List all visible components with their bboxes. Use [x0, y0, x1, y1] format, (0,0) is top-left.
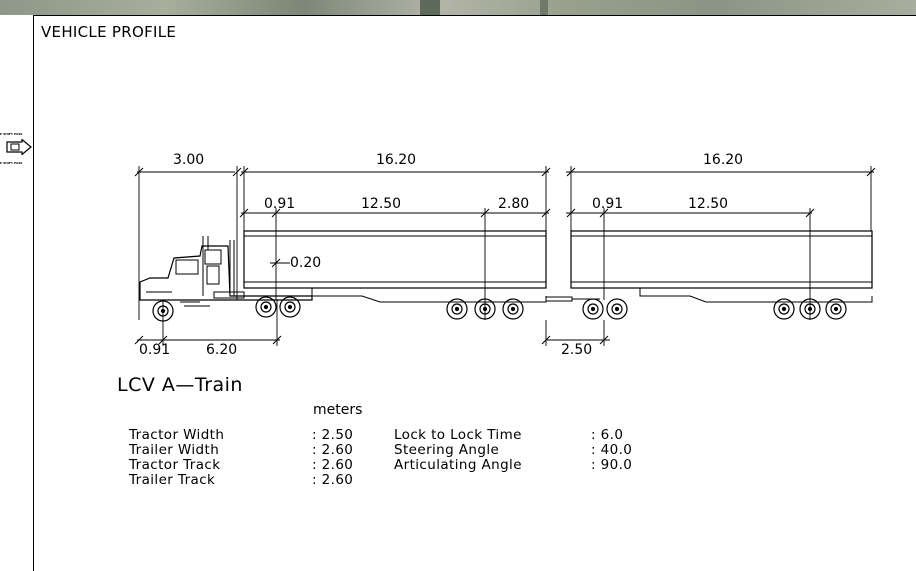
trailer-2-chassis [571, 287, 873, 303]
wheel-dolly-2 [606, 298, 628, 320]
sheet-border-top [33, 15, 916, 16]
dim-t1-wheelbase: 12.50 [361, 196, 402, 212]
dim-dolly: 2.50 [561, 342, 593, 358]
dim-tractor-wheelbase: 6.20 [206, 342, 238, 358]
units-label: meters [313, 402, 363, 418]
spec-value: : 6.0 [591, 427, 624, 443]
spec-label: Tractor Width [129, 427, 225, 443]
page-title: VEHICLE PROFILE [41, 23, 177, 41]
dim-fifth-wheel: 0.20 [290, 255, 322, 271]
sign-text: E SHIFT PASS [0, 132, 23, 136]
spec-value: : 2.50 [312, 427, 354, 443]
spec-value: : 2.60 [312, 457, 354, 473]
dimension-lines [137, 166, 874, 346]
sign-text: E SHIFT PASS [0, 161, 23, 165]
spec-label: Lock to Lock Time [394, 427, 522, 443]
dim-trailer-1-length: 16.20 [376, 152, 417, 168]
spec-value: : 2.60 [312, 442, 354, 458]
tractor-cab [139, 236, 313, 307]
wheel-tractor-drive-2 [279, 296, 301, 318]
dim-trailer-2-length: 16.20 [703, 152, 744, 168]
trailer-1-chassis [244, 287, 547, 303]
spec-label: Trailer Width [129, 442, 220, 458]
wheel-tractor-drive-1 [255, 296, 277, 318]
dim-front-overhang: 3.00 [173, 152, 205, 168]
wheel-t1-axle-3 [502, 298, 524, 320]
vehicle-name: LCV A—Train [117, 374, 243, 396]
trailer-1-box [243, 230, 547, 289]
lane-shift-sign: E SHIFT PASS E SHIFT PASS [0, 132, 32, 172]
aerial-image-strip [0, 0, 916, 15]
wheel-t2-axle-1 [773, 298, 795, 320]
spec-label: Trailer Track [129, 472, 216, 488]
spec-label: Articulating Angle [394, 457, 522, 473]
arrow-sign-icon [6, 139, 32, 155]
wheel-t2-axle-3 [825, 298, 847, 320]
dim-t2-wheelbase: 12.50 [688, 196, 729, 212]
dim-t1-front: 0.91 [264, 196, 296, 212]
dolly-drawbar [545, 296, 573, 302]
sheet-border-left [33, 15, 34, 571]
dim-t2-front: 0.91 [592, 196, 624, 212]
dim-t1-rear: 2.80 [498, 196, 530, 212]
wheels [152, 296, 847, 322]
aerial-feature [420, 0, 440, 15]
aerial-feature [540, 0, 548, 15]
spec-value: : 40.0 [591, 442, 633, 458]
wheel-dolly-1 [582, 298, 604, 320]
spec-value: : 90.0 [591, 457, 633, 473]
dim-tractor-front: 0.91 [139, 342, 171, 358]
spec-value: : 2.60 [312, 472, 354, 488]
wheel-t1-axle-1 [446, 298, 468, 320]
dimension-ticks [134, 167, 876, 345]
trailer-2-box [570, 230, 873, 289]
spec-label: Tractor Track [129, 457, 221, 473]
spec-label: Steering Angle [394, 442, 500, 458]
